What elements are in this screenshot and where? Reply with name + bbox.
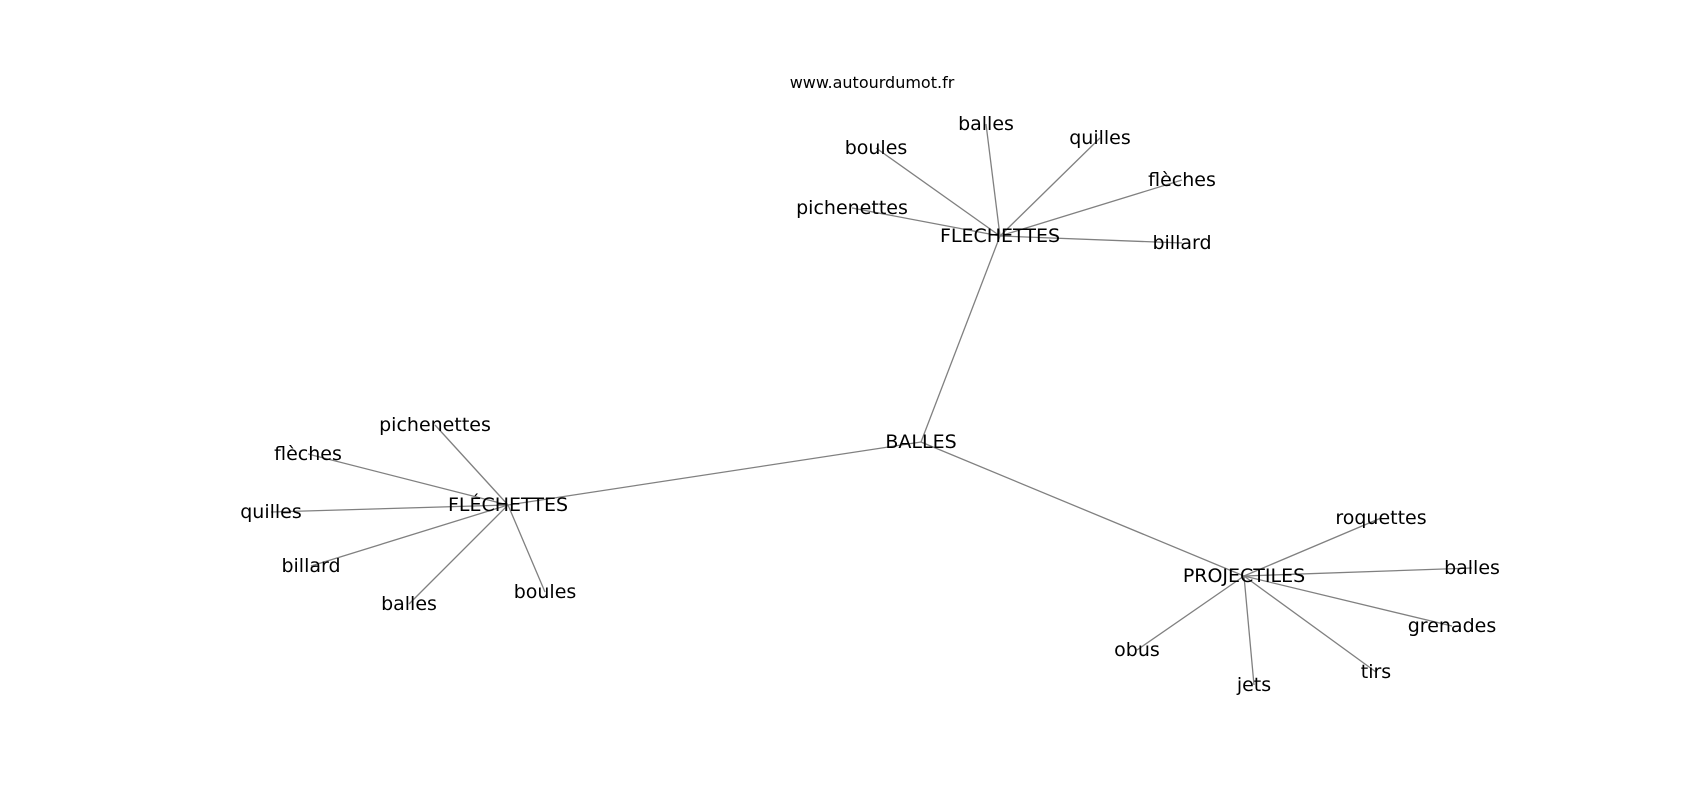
graph-edges <box>270 123 1473 686</box>
site-watermark: www.autourdumot.fr <box>790 73 955 92</box>
edge-flechettes-0-to-quilles <box>999 137 1101 237</box>
edge-root-to-projectiles-2 <box>920 441 1245 577</box>
edge-projectiles-2-to-obus <box>1136 575 1245 651</box>
edge-flechettes-1-to-balles <box>408 504 509 605</box>
leaf-node-label-flechettes-1-fleches: flèches <box>274 443 342 465</box>
leaf-node-label-projectiles-2-grenades: grenades <box>1408 615 1496 637</box>
edge-projectiles-2-to-balles <box>1243 567 1473 577</box>
leaf-node-label-projectiles-2-balles: balles <box>1444 557 1500 579</box>
edge-flechettes-1-to-quilles <box>270 504 509 513</box>
edge-flechettes-0-to-boules <box>875 147 1001 237</box>
edge-flechettes-0-to-balles <box>985 123 1001 237</box>
leaf-node-label-flechettes-0-balles: balles <box>958 113 1014 135</box>
edge-flechettes-1-to-billard <box>310 504 509 567</box>
leaf-node-label-flechettes-0-fleches: flèches <box>1148 169 1216 191</box>
edge-flechettes-0-to-billard <box>999 235 1183 244</box>
leaf-node-label-flechettes-0-boules: boules <box>845 137 908 159</box>
edge-flechettes-1-to-fleches <box>307 453 509 506</box>
leaf-node-label-flechettes-1-billard: billard <box>281 555 340 577</box>
leaf-node-label-flechettes-0-billard: billard <box>1152 232 1211 254</box>
edge-flechettes-1-to-pichenettes <box>434 424 509 506</box>
leaf-node-label-flechettes-1-balles: balles <box>381 593 437 615</box>
leaf-node-label-flechettes-1-quilles: quilles <box>240 501 302 523</box>
edge-flechettes-0-to-fleches <box>999 179 1183 237</box>
edge-flechettes-1-to-boules <box>507 504 546 593</box>
edge-root-to-flechettes-0 <box>920 235 1001 443</box>
edge-projectiles-2-to-tirs <box>1243 575 1377 673</box>
edge-projectiles-2-to-jets <box>1243 575 1255 686</box>
edge-flechettes-0-to-pichenettes <box>851 207 1001 237</box>
leaf-node-label-projectiles-2-jets: jets <box>1236 674 1271 696</box>
leaf-node-label-flechettes-1-boules: boules <box>514 581 577 603</box>
root-node-label: BALLES <box>885 431 956 453</box>
leaf-node-label-projectiles-2-tirs: tirs <box>1361 661 1391 683</box>
graph-labels: www.autourdumot.fr BALLES FLECHETTES piche… <box>240 73 1500 696</box>
edge-root-to-flechettes-1 <box>507 441 922 506</box>
group-node-label-projectiles-2: PROJECTILES <box>1183 565 1305 587</box>
leaf-node-label-flechettes-0-quilles: quilles <box>1069 127 1131 149</box>
edge-projectiles-2-to-grenades <box>1243 575 1453 627</box>
edge-projectiles-2-to-roquettes <box>1243 517 1382 577</box>
leaf-node-label-projectiles-2-roquettes: roquettes <box>1335 507 1426 529</box>
group-node-label-flechettes-1: FLÉCHETTES <box>448 493 568 516</box>
leaf-node-label-flechettes-1-pichenettes: pichenettes <box>379 414 491 436</box>
group-node-label-flechettes-0: FLECHETTES <box>940 225 1060 247</box>
leaf-node-label-flechettes-0-pichenettes: pichenettes <box>796 197 908 219</box>
leaf-node-label-projectiles-2-obus: obus <box>1114 639 1160 661</box>
